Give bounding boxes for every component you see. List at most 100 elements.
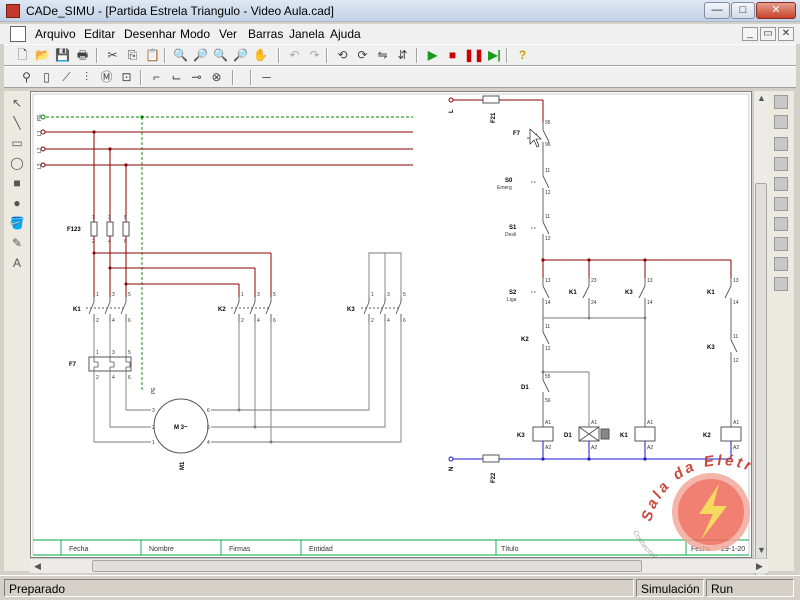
start-button-s2[interactable] [531,278,550,318]
paste-icon[interactable]: 📋 [145,48,160,62]
app-logo-icon[interactable] [6,4,20,18]
scroll-left-icon[interactable]: ◀ [34,561,41,571]
menu-ajuda[interactable]: Ajuda [330,27,361,41]
symbol-slot-6[interactable] [774,197,788,211]
select-arrow-icon[interactable]: ↖ [11,96,23,110]
contactor-k2-main[interactable] [231,297,272,322]
menu-editar[interactable]: Editar [84,27,116,41]
coil-k1[interactable] [634,426,656,442]
stop-simulation-icon[interactable]: ■ [448,48,457,62]
rectangle-tool-icon[interactable]: ▭ [11,136,23,150]
fuse-f1[interactable] [90,221,98,237]
horizontal-scrollbar[interactable]: ◀ ▶ [30,558,768,573]
symbol-slot-3[interactable] [774,137,788,151]
scroll-down-icon[interactable]: ▼ [757,545,766,555]
menu-desenhar[interactable]: Desenhar [124,27,177,41]
undo-icon[interactable]: ↶ [289,48,300,62]
symbol-slot-7[interactable] [774,217,788,231]
symbol-slot-10[interactable] [774,277,788,291]
timer-contact-d1[interactable] [542,372,550,427]
zoom-out-icon[interactable]: 🔎 [193,48,208,62]
filled-ellipse-icon[interactable]: ● [13,196,21,210]
save-icon[interactable]: 💾 [55,48,70,62]
k1-aux-contact-k2-branch[interactable] [724,278,732,332]
pan-icon[interactable]: ✋ [253,48,268,62]
minimize-button[interactable]: — [704,2,730,19]
line-tool-icon[interactable]: ╲ [13,116,21,130]
ellipse-tool-icon[interactable]: ◯ [10,156,24,170]
mdi-restore-button[interactable]: ▭ [760,27,776,41]
mirror-h-icon[interactable]: ⇋ [377,48,388,62]
menu-ver[interactable]: Ver [219,27,238,41]
help-icon[interactable]: ? [518,48,527,62]
vertical-scroll-thumb[interactable] [755,183,767,578]
zoom-window-icon[interactable]: 🔍 [213,48,228,62]
symbol-slot-9[interactable] [774,257,788,271]
vertical-scrollbar[interactable]: ▲ ▼ [753,91,768,578]
disconnector-icon[interactable]: ⟋ [62,70,71,84]
rotate-left-icon[interactable]: ⟲ [337,48,348,62]
symbol-slot-4[interactable] [774,157,788,171]
filled-rectangle-icon[interactable]: ■ [13,176,21,190]
k3-interlock-contact[interactable] [730,332,738,427]
k3-aux-contact[interactable] [638,278,646,427]
symbol-slot-5[interactable] [774,177,788,191]
symbol-slot-2[interactable] [774,115,788,129]
emergency-stop-s0[interactable] [531,167,550,214]
fuse-icon[interactable]: ▯ [43,70,50,84]
fuse-f22[interactable] [482,454,500,463]
open-folder-icon[interactable]: 📂 [35,48,50,62]
menu-arquivo[interactable]: Arquivo [35,27,76,41]
pause-simulation-icon[interactable]: ❚❚ [464,48,485,62]
close-button[interactable]: ✕ [756,2,796,19]
document-icon[interactable] [10,26,26,42]
drawing-canvas[interactable]: PE L1 L2 L3 F123 1 3 5 2 4 6 [30,91,752,558]
maximize-button[interactable]: □ [731,2,755,19]
contact-nc-icon[interactable]: ⌙ [171,70,182,84]
menu-janela[interactable]: Janela [289,27,325,41]
wire-icon[interactable]: ─ [262,70,271,84]
coil-k2[interactable] [720,426,742,442]
symbol-slot-8[interactable] [774,237,788,251]
mdi-close-button[interactable]: ✕ [778,27,794,41]
print-icon[interactable]: 🖶 [76,48,89,62]
mirror-v-icon[interactable]: ⇵ [397,48,408,62]
contactor-k1-main[interactable] [86,297,127,322]
k2-interlock-contact[interactable] [542,318,550,372]
zoom-all-icon[interactable]: 🔎 [233,48,248,62]
zoom-in-icon[interactable]: 🔍 [173,48,188,62]
fuse-f2[interactable] [106,221,114,237]
l3-terminal[interactable] [40,162,46,168]
contactor-icon[interactable]: ⊡ [121,70,132,84]
symbol-slot-1[interactable] [774,95,788,109]
k1-seal-contact[interactable] [582,278,590,318]
push-button-icon[interactable]: ⊸ [191,70,202,84]
menu-barras[interactable]: Barras [248,27,284,41]
play-simulation-icon[interactable]: ▶ [427,48,438,62]
fuse-f21[interactable] [482,95,500,104]
pe-terminal[interactable] [40,114,46,120]
three-pole-switch-icon[interactable]: ⫶ [84,70,88,84]
fuse-f3[interactable] [122,221,130,237]
l2-terminal[interactable] [40,146,46,152]
fill-bucket-icon[interactable]: 🪣 [9,216,25,230]
contactor-k3-main[interactable] [361,297,402,322]
scroll-up-icon[interactable]: ▲ [757,93,766,103]
redo-icon[interactable]: ↷ [309,48,320,62]
motor-icon[interactable]: Ⓜ [100,70,113,84]
scroll-right-icon[interactable]: ▶ [756,561,763,571]
text-tool-icon[interactable]: A [12,256,21,270]
motor-m1[interactable] [153,398,209,454]
new-file-icon[interactable]: 🗋 [17,48,28,62]
supply-point-icon[interactable]: ⚲ [22,70,31,84]
rotate-right-icon[interactable]: ⟳ [357,48,368,62]
mdi-minimize-button[interactable]: _ [742,27,758,41]
copy-icon[interactable]: ⎘ [127,48,138,62]
menu-modo[interactable]: Modo [180,27,211,41]
contact-no-icon[interactable]: ⌐ [152,70,160,84]
l1-terminal[interactable] [40,129,46,135]
lamp-icon[interactable]: ⊗ [211,70,222,84]
stop-button-s1[interactable] [531,214,550,260]
coil-k3[interactable] [532,426,554,442]
pencil-icon[interactable]: ✎ [11,236,23,250]
